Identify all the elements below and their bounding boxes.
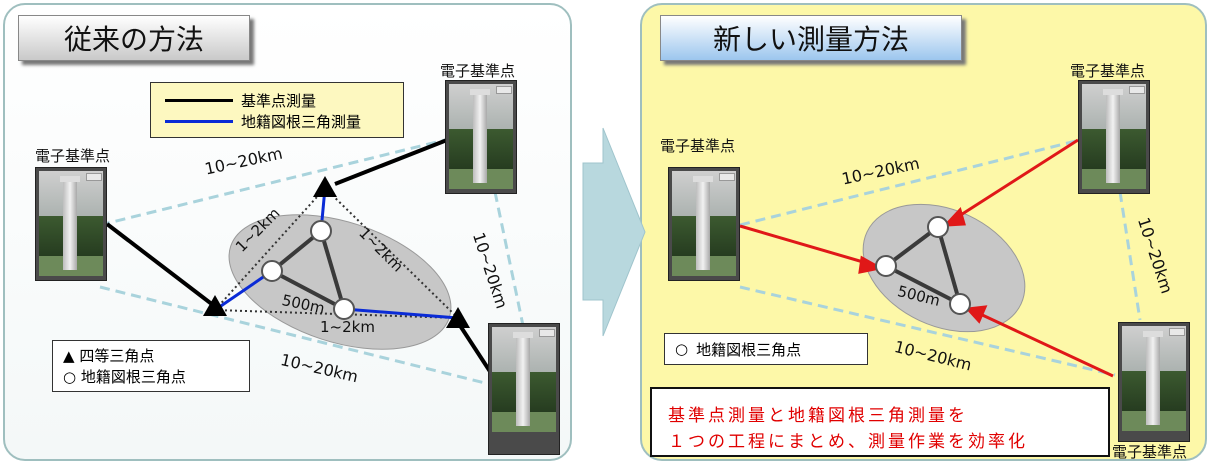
triangle-point-left: [203, 295, 227, 316]
legend-row-cadastral-survey: 地籍図根三角測量: [165, 111, 361, 132]
triangle-symbol-icon: ▲: [63, 347, 75, 365]
left-dashed-boundary: [99, 138, 527, 385]
red-arrows: [739, 138, 1114, 378]
right-station-label-top: 電子基準点: [1070, 62, 1146, 80]
right-legend-label-cadastral-point: 地籍図根三角点: [696, 340, 802, 359]
symbol-legend: ▲ 四等三角点 ○ 地籍図根三角点: [52, 340, 250, 392]
right-station-label-left: 電子基準点: [660, 137, 736, 155]
right-cadastral-point-c: [949, 293, 971, 315]
right-panel-title: 新しい測量方法: [660, 15, 962, 61]
station-photo-right-left: [668, 167, 740, 281]
right-symbol-legend: ○ 地籍図根三角点: [664, 333, 868, 365]
triangle-point-right: [446, 307, 470, 328]
left-station-label-left: 電子基準点: [35, 147, 111, 165]
cadastral-point-b: [261, 260, 283, 282]
right-cadastral-point-a: [927, 216, 949, 238]
station-photo-left-left: [35, 167, 107, 281]
left-black-lines: [105, 138, 493, 375]
legend-label-cadastral-point: 地籍図根三角点: [80, 368, 186, 386]
right-circle-symbol-icon: ○: [675, 340, 689, 358]
blue-line-swatch: [165, 120, 233, 123]
cadastral-point-c: [333, 298, 355, 320]
right-dashed-boundary: [739, 138, 1142, 377]
station-photo-right-bottom: [1118, 322, 1190, 442]
line-legend: 基準点測量 地籍図根三角測量: [150, 82, 404, 138]
right-cadastral-point-b: [875, 255, 897, 277]
left-station-label-top: 電子基準点: [440, 62, 516, 80]
station-photo-left-bottom: [488, 323, 560, 455]
right-area-ellipse: [862, 203, 1026, 333]
triangle-point-top: [313, 176, 337, 197]
station-photo-right-top: [1078, 80, 1150, 194]
cadastral-point-a: [310, 220, 332, 242]
black-line-swatch: [165, 99, 233, 102]
legend-row-cadastral-point: ○ 地籍図根三角点: [63, 366, 186, 387]
note-line-1: 基準点測量と地籍図根三角測量を: [668, 406, 968, 426]
left-dist-bottom-inner: 1~2km: [320, 318, 375, 336]
legend-label-cadastral-survey: 地籍図根三角測量: [241, 113, 362, 131]
left-panel-title: 従来の方法: [18, 15, 250, 61]
legend-row-control-survey: 基準点測量: [165, 90, 316, 111]
legend-label-fourth-order-point: 四等三角点: [79, 347, 155, 365]
transition-arrow: [582, 127, 646, 337]
right-station-label-bottom: 電子基準点: [1112, 443, 1188, 461]
legend-row-fourth-order-point: ▲ 四等三角点: [63, 345, 154, 366]
station-photo-left-top: [445, 80, 517, 194]
circle-symbol-icon: ○: [63, 368, 77, 386]
note-line-2: １つの工程にまとめ、測量作業を効率化: [668, 432, 1028, 452]
efficiency-note-box: 基準点測量と地籍図根三角測量を １つの工程にまとめ、測量作業を効率化: [650, 387, 1110, 457]
legend-label-control-survey: 基準点測量: [241, 92, 317, 110]
